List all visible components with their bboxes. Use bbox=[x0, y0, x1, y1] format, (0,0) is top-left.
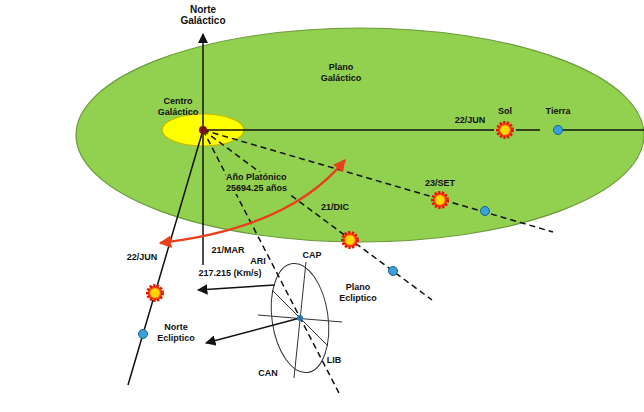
axis-label: Norte Ecliptico bbox=[153, 322, 199, 344]
ecliptic-plane bbox=[265, 260, 336, 377]
sign-label: ARI bbox=[250, 256, 266, 267]
sign-label: LIB bbox=[327, 355, 342, 366]
date-label: 21/DIC bbox=[321, 202, 349, 213]
ecliptic-axis bbox=[294, 262, 306, 378]
sun-line bbox=[203, 129, 248, 131]
earth-symbol bbox=[389, 267, 398, 276]
node-text: Plano Galáctico bbox=[314, 62, 368, 84]
node-text: Tierra bbox=[540, 106, 576, 117]
earth-symbol bbox=[481, 207, 490, 216]
axis-label: Norte Galáctico bbox=[173, 4, 233, 26]
earth-node: Tierra bbox=[540, 106, 576, 142]
galactic-plane-shape bbox=[75, 27, 644, 243]
sun-line bbox=[563, 129, 644, 131]
sun-symbol bbox=[498, 123, 513, 138]
velocity-label: 217.215 (Km/s) bbox=[198, 268, 261, 279]
galactic-center-dot bbox=[199, 126, 207, 134]
galactic-center: Centro Galáctico bbox=[154, 96, 248, 148]
date-label: 21/MAR bbox=[211, 245, 244, 256]
date-label: 22/JUN bbox=[127, 252, 158, 263]
date-label: 22/JUN bbox=[455, 115, 486, 126]
connector-line bbox=[248, 129, 494, 131]
sun-node: Sol bbox=[494, 106, 516, 142]
ecliptic-axis bbox=[272, 290, 328, 346]
sign-label: CAN bbox=[258, 368, 278, 379]
earth-symbol bbox=[554, 126, 563, 135]
connector-line bbox=[516, 129, 540, 131]
ecliptic-north-arrow bbox=[206, 318, 300, 343]
date-label: 23/SET bbox=[425, 178, 455, 189]
ecliptic-axis bbox=[258, 315, 342, 322]
sign-label: CAP bbox=[302, 250, 321, 261]
galactic-center-outline bbox=[162, 114, 244, 146]
sun-symbol bbox=[433, 193, 448, 208]
galactic-plane-outline bbox=[76, 28, 644, 242]
node-text: Centro Galáctico bbox=[156, 96, 200, 118]
arc-label: Año Platónico 25694.25 años bbox=[226, 172, 304, 194]
galactic-north-axis bbox=[202, 34, 204, 265]
earth-symbol bbox=[139, 330, 148, 339]
velocity-arrow bbox=[198, 285, 275, 290]
node-text: Sol bbox=[494, 106, 516, 117]
ecliptic-center bbox=[297, 315, 303, 321]
plane-label: Plano Ecliptico bbox=[334, 282, 382, 304]
sun-symbol bbox=[343, 233, 358, 248]
sun-symbol bbox=[148, 286, 163, 301]
galactic-plane: Plano GalácticoCentro Galáctico Sol Tierra bbox=[75, 27, 644, 243]
